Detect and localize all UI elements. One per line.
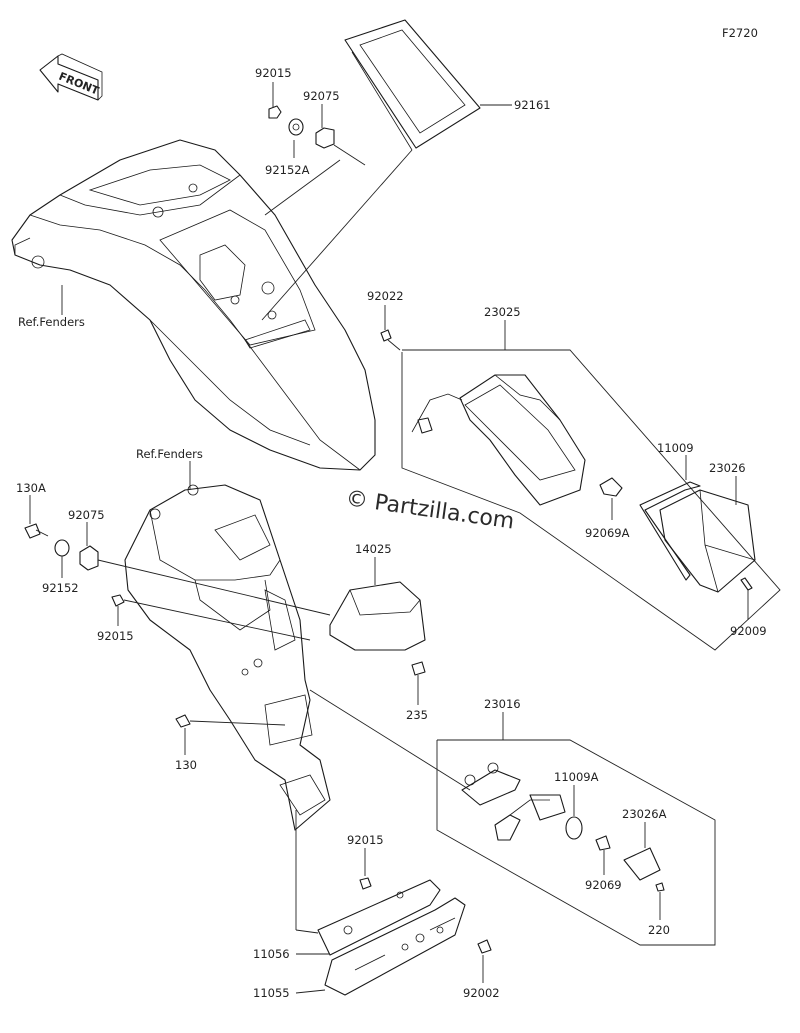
- label-92069A: 92069A: [585, 526, 630, 540]
- label-23026: 23026: [709, 461, 746, 475]
- label-130A: 130A: [16, 481, 46, 495]
- label-23026A: 23026A: [622, 807, 667, 821]
- label-235: 235: [406, 708, 428, 722]
- label-14025: 14025: [355, 542, 392, 556]
- watermark: © Partzilla.com: [344, 486, 516, 534]
- part-92022: [380, 329, 392, 342]
- label-130: 130: [175, 758, 197, 772]
- part-11055-plate-holder: [324, 897, 466, 996]
- label-ref-fenders-mid: Ref.Fenders: [136, 447, 203, 461]
- inner-fender-lower: [124, 484, 331, 831]
- rear-fender-top: [11, 139, 376, 471]
- bracket-23025: [401, 349, 781, 651]
- label-11056: 11056: [253, 947, 290, 961]
- label-11055: 11055: [253, 986, 290, 1000]
- label-23016: 23016: [484, 697, 521, 711]
- part-92161-frame: [344, 19, 481, 151]
- left-hardware: [24, 523, 191, 728]
- label-92152A: 92152A: [265, 163, 310, 177]
- part-11056-bracket: [317, 877, 441, 956]
- label-92161: 92161: [514, 98, 551, 112]
- label-92022: 92022: [367, 289, 404, 303]
- label-ref-fenders-top: Ref.Fenders: [18, 315, 85, 329]
- top-hardware: [268, 105, 335, 149]
- label-92075-mid: 92075: [68, 508, 105, 522]
- label-92002: 92002: [463, 986, 500, 1000]
- part-235-screw: [411, 661, 426, 676]
- part-92069A-bulb: [599, 477, 623, 497]
- part-labels: 92015 92075 92152A 92161 Ref.Fenders 920…: [16, 66, 767, 1000]
- label-220: 220: [648, 923, 670, 937]
- label-92069: 92069: [585, 878, 622, 892]
- front-label: FRONT: [57, 70, 101, 98]
- part-92009-screw: [740, 577, 753, 591]
- label-92075-top: 92075: [303, 89, 340, 103]
- label-92152: 92152: [42, 581, 79, 595]
- label-11009: 11009: [657, 441, 694, 455]
- part-23026-lens: [659, 489, 756, 593]
- label-92015-top: 92015: [255, 66, 292, 80]
- label-23025: 23025: [484, 305, 521, 319]
- figure-id: F2720: [722, 26, 758, 40]
- label-92009: 92009: [730, 624, 767, 638]
- label-92015-mid: 92015: [97, 629, 134, 643]
- part-14025-cover: [329, 581, 426, 651]
- part-23025-lamp: [411, 374, 586, 506]
- leader-lines: [29, 82, 749, 994]
- part-11009-gasket: [639, 481, 701, 581]
- part-92002: [477, 939, 492, 954]
- label-92015-bot: 92015: [347, 833, 384, 847]
- part-23016-assembly: [436, 739, 716, 946]
- front-arrow-icon: FRONT: [39, 53, 103, 101]
- label-11009A: 11009A: [554, 770, 599, 784]
